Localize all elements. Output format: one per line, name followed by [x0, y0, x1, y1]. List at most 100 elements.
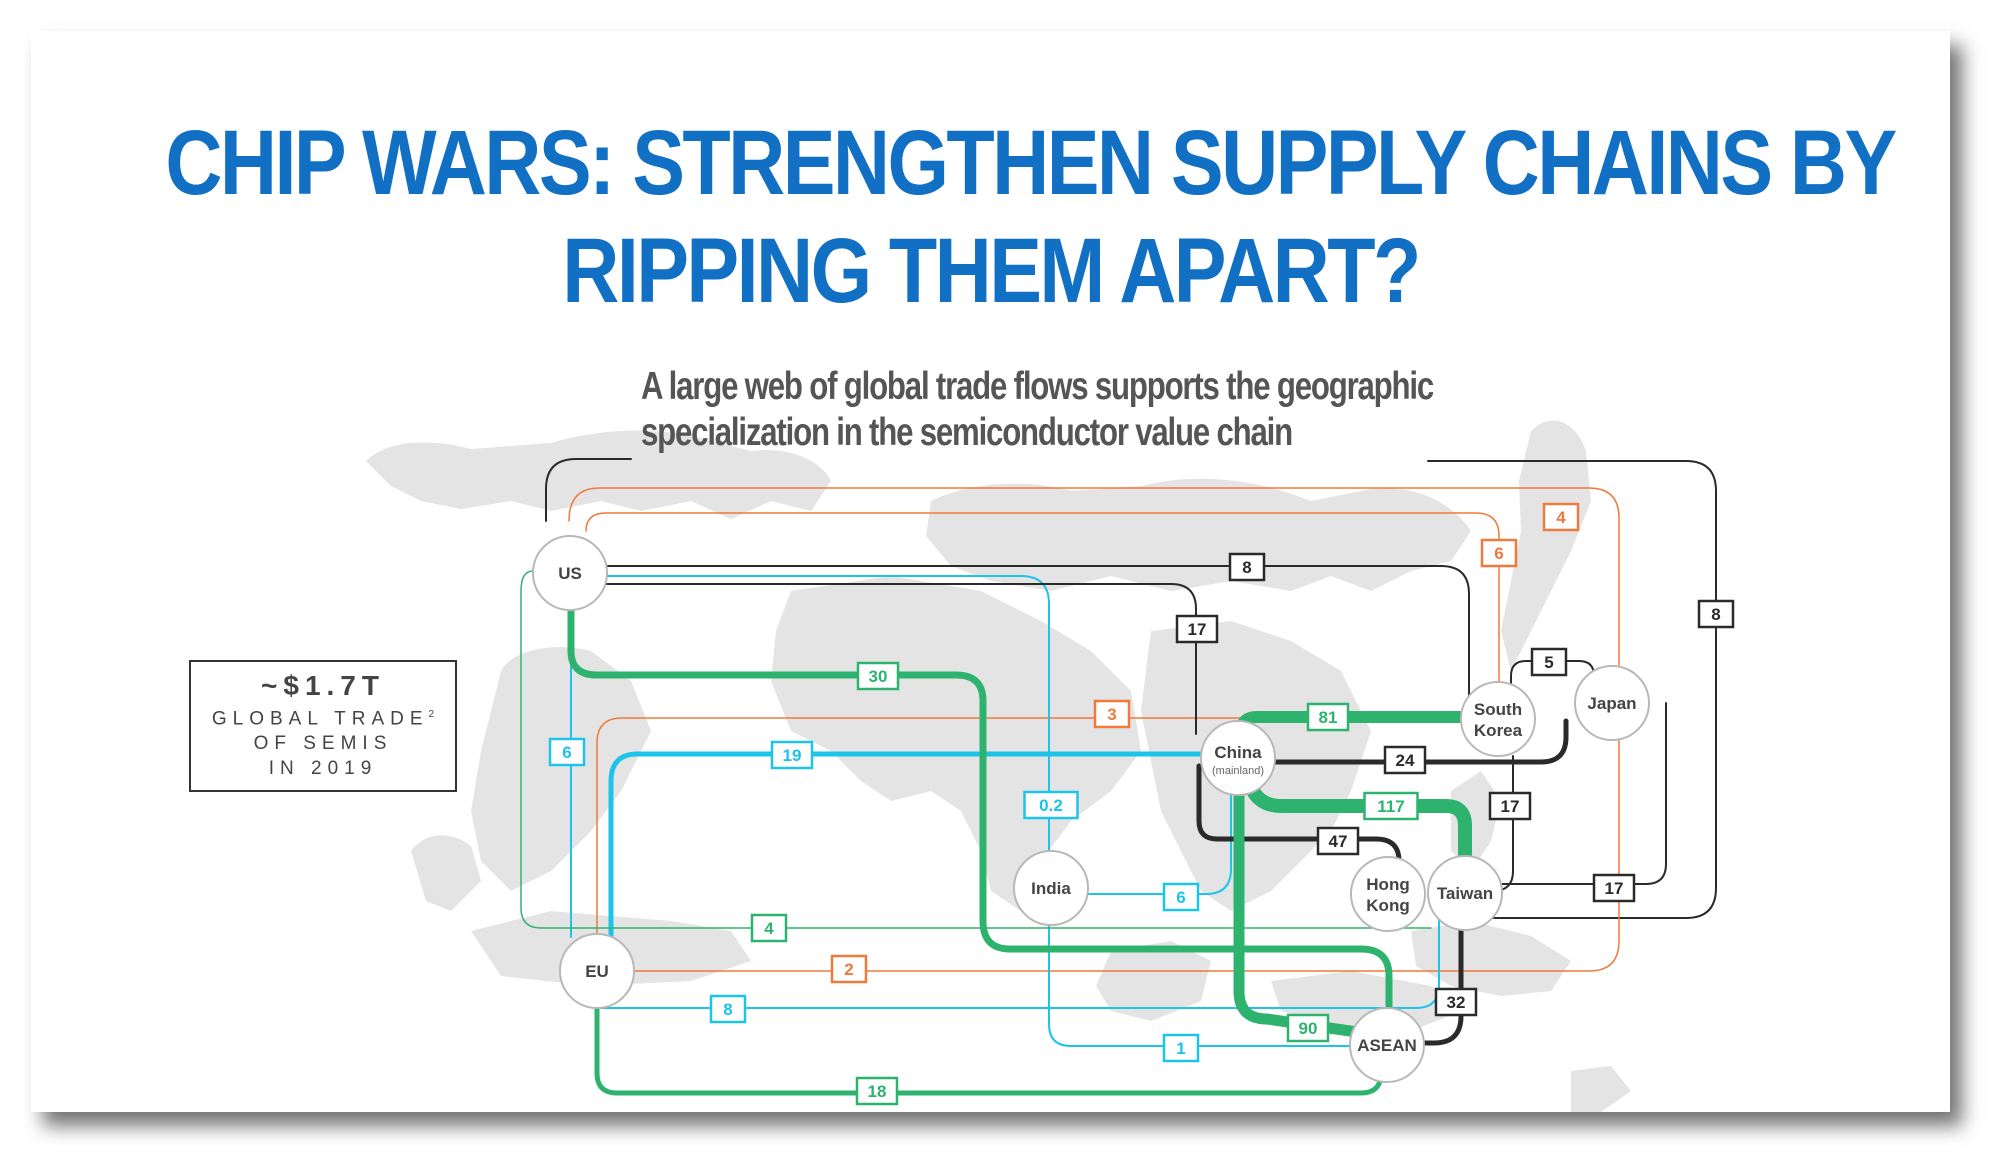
- flow-label-box: [1697, 599, 1735, 629]
- flow-label-eu-korea-orange: 3: [1093, 699, 1131, 729]
- node-label: Korea: [1474, 721, 1523, 740]
- node-circle: [1200, 720, 1276, 796]
- flow-label-us-japan: 8: [1697, 599, 1735, 629]
- slide: CHIP WARS: STRENGTHEN SUPPLY CHAINS BY R…: [31, 31, 1950, 1112]
- node-label: Japan: [1587, 694, 1636, 713]
- flow-value: 0.2: [1039, 796, 1063, 815]
- flow-value: 47: [1329, 832, 1348, 851]
- flow-label-us-korea-orange: 6: [1480, 538, 1518, 568]
- flow-label-japan-taiwan: 17: [1592, 873, 1636, 903]
- flow-value: 6: [1176, 888, 1185, 907]
- flow-label-box: [709, 994, 747, 1024]
- flow-label-china-hongkong: 47: [1316, 826, 1360, 856]
- flow-label-us-china: 17: [1175, 614, 1219, 644]
- flow-label-box: [1286, 1013, 1330, 1043]
- flow-label-box: [855, 1076, 899, 1106]
- node-circle: [1349, 1007, 1425, 1083]
- flow-label-box: [770, 740, 814, 770]
- global-trade-label-3: IN 2019: [268, 758, 378, 780]
- flow-label-box: [1162, 1033, 1200, 1063]
- flow-label-china-asean: 90: [1286, 1013, 1330, 1043]
- node-asean: ASEAN: [1349, 1007, 1425, 1083]
- flow-value: 5: [1544, 653, 1553, 672]
- node-circle: [532, 535, 608, 611]
- flow-line-india-asean-cyan: [1048, 920, 1354, 1047]
- flow-label-eu-us-green: 4: [750, 913, 788, 943]
- flow-label-box: [1306, 702, 1350, 732]
- node-circle: [1574, 665, 1650, 741]
- node-eu: EU: [559, 933, 635, 1009]
- flow-line-orange-eu: [596, 717, 1472, 957]
- flow-value: 1: [1176, 1039, 1185, 1058]
- footnote-marker: 2: [428, 709, 435, 720]
- flow-label-box: [1488, 791, 1532, 821]
- flow-label-box: [1316, 826, 1360, 856]
- flow-line-orange-korea: [585, 512, 1500, 687]
- node-us: US: [532, 535, 608, 611]
- global-trade-stat-box: ~$1.7T GLOBAL TRADE2 OF SEMIS IN 2019: [189, 660, 457, 792]
- flow-value: 32: [1447, 993, 1466, 1012]
- node-label: EU: [585, 962, 609, 981]
- flow-value: 18: [868, 1082, 887, 1101]
- flow-label-box: [1383, 745, 1427, 775]
- flow-label-box: [1592, 873, 1636, 903]
- title-line-1: CHIP WARS: STRENGTHEN SUPPLY CHAINS BY: [165, 112, 1897, 214]
- flow-label-india-asean: 1: [1162, 1033, 1200, 1063]
- flow-label-korea-taiwan: 17: [1488, 791, 1532, 821]
- flow-value: 17: [1605, 879, 1624, 898]
- flow-value: 4: [764, 919, 774, 938]
- flow-label-us-eu: 6: [548, 737, 586, 767]
- node-label: Taiwan: [1437, 884, 1493, 903]
- title-line-2: RIPPING THEM APART?: [562, 220, 1421, 322]
- flow-label-eu-taiwan-orange: 2: [830, 954, 868, 984]
- stat-label-text: GLOBAL TRADE: [211, 708, 429, 730]
- flow-value: 117: [1377, 797, 1404, 816]
- node-label: Hong: [1366, 875, 1409, 894]
- diagram-subtitle: A large web of global trade flows suppor…: [641, 364, 1434, 456]
- flow-label-eu-asean: 18: [855, 1076, 899, 1106]
- flow-label-box: [1093, 699, 1131, 729]
- flow-label-box: [750, 913, 788, 943]
- subtitle-line-2: specialization in the semiconductor valu…: [641, 411, 1293, 454]
- flow-label-us-korea: 8: [1228, 552, 1266, 582]
- flow-value: 30: [869, 667, 888, 686]
- flow-label-eu-taiwan: 8: [709, 994, 747, 1024]
- global-trade-value: ~$1.7T: [261, 670, 385, 701]
- global-trade-label-2: OF SEMIS: [253, 733, 393, 755]
- flow-label-korea-japan: 5: [1530, 647, 1568, 677]
- flow-label-box: [1434, 987, 1478, 1017]
- flow-value: 8: [1711, 605, 1720, 624]
- global-trade-label-1: GLOBAL TRADE2: [191, 702, 455, 731]
- flow-line-us-korea-dark: [605, 565, 1470, 700]
- flow-line-japan-taiwan-dark: [1500, 702, 1667, 885]
- node-taiwan: Taiwan: [1427, 855, 1503, 931]
- flow-value: 2: [844, 960, 853, 979]
- flow-value: 81: [1319, 708, 1338, 727]
- node-japan: Japan: [1574, 665, 1650, 741]
- flow-label-box: [1480, 538, 1518, 568]
- flow-value: 6: [562, 743, 571, 762]
- flow-label-box: [1162, 882, 1200, 912]
- node-circle: [1350, 856, 1426, 932]
- flow-line-china-korea-dark: [1253, 718, 1569, 765]
- flow-label-box: [1530, 647, 1568, 677]
- node-label: ASEAN: [1357, 1036, 1417, 1055]
- flow-value: 90: [1299, 1019, 1318, 1038]
- node-sublabel: (mainland): [1212, 765, 1264, 777]
- flow-line-india-china-cyan: [1085, 775, 1232, 895]
- flow-line-china-asean-green: [1233, 773, 1370, 1039]
- node-circle: [1013, 850, 1089, 926]
- flow-label-us-asean: 30: [856, 661, 900, 691]
- flow-line-eu-asean-green: [594, 1003, 1384, 1096]
- node-circle: [1460, 681, 1536, 757]
- node-label: China: [1214, 743, 1262, 762]
- flow-value: 24: [1396, 751, 1415, 770]
- node-china: China (mainland): [1200, 720, 1276, 796]
- flow-label-eu-china: 19: [770, 740, 814, 770]
- flow-line-china-hongkong-dark: [1196, 763, 1402, 869]
- flow-value: 4: [1556, 508, 1566, 527]
- flow-label-box: [1175, 614, 1219, 644]
- flow-label-taiwan-asean: 32: [1434, 987, 1478, 1017]
